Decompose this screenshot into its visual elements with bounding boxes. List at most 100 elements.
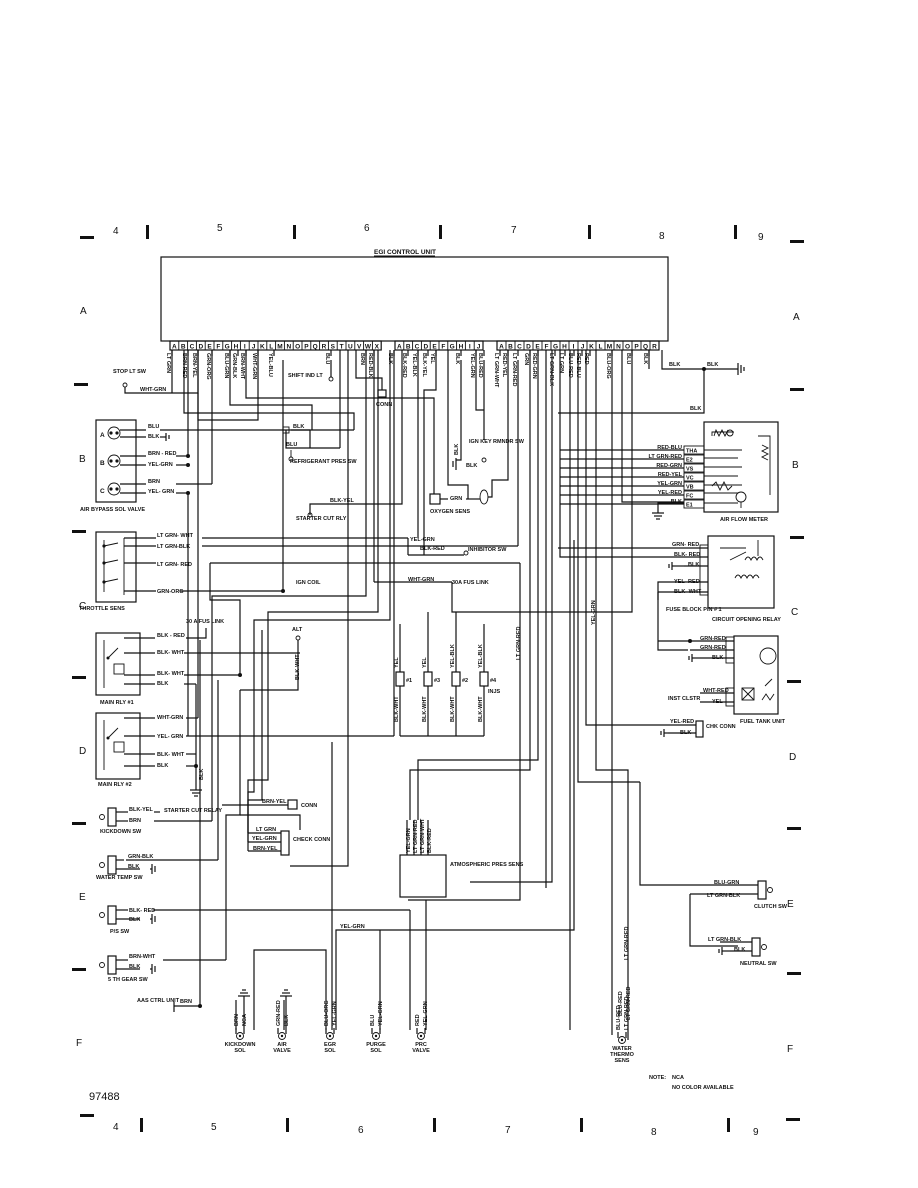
injector-3 [451, 671, 461, 687]
purge-label-0: PURGE [366, 1042, 386, 1048]
ign-key-rmndr-sw-label: IGN KEY RMNDR SW [469, 439, 525, 445]
alt: ALT BLK-WHT [240, 627, 303, 691]
svg-text:LT GRN-RED: LT GRN-RED [516, 626, 522, 660]
inhibitor-sw: YEL-GRN BLK-RED INHIBITOR SW [407, 537, 507, 556]
pin-1-U: U [348, 344, 353, 351]
svg-text:YEL- RED: YEL- RED [674, 579, 700, 585]
svg-text:GRN-RED: GRN-RED [700, 636, 726, 642]
pin-wire-label-t: BRN [359, 353, 365, 365]
svg-text:BLK-YEL: BLK-YEL [129, 807, 153, 813]
injector-num-3: #2 [462, 678, 468, 684]
svg-text:WHT-GRN: WHT-GRN [157, 715, 183, 721]
svg-text:YEL-GRN: YEL-GRN [410, 537, 435, 543]
pin-1-H: H [234, 344, 239, 351]
svg-text:BRN - RED: BRN - RED [148, 451, 176, 457]
thermo-wire-1: BLU-RED [616, 1005, 622, 1030]
wire-label-blk-top: BLK [669, 362, 680, 368]
pin-3-Q: Q [643, 344, 648, 351]
svg-text:C: C [100, 488, 105, 495]
kickdown-label-1: SOL [234, 1048, 246, 1054]
kickdown-connector [236, 1032, 244, 1040]
egi-control-unit-title: EGI CONTROL UNIT [374, 249, 436, 256]
check-conn: LT GRN YEL-GRN BRN-YEL CHECK CONN [248, 827, 330, 856]
pin-3-E: E [535, 344, 540, 351]
kickdown-wire-2: NCA [242, 1014, 248, 1026]
svg-text:LT GRN- WHT: LT GRN- WHT [157, 533, 194, 539]
afm-terminal-fc: FC [686, 494, 693, 500]
pin-2-E: E [432, 344, 437, 351]
pin-1-A: A [172, 344, 177, 351]
egr-label-1: SOL [324, 1048, 336, 1054]
afm-terminal-vb: VB [686, 485, 694, 491]
svg-text:BRN-YEL: BRN-YEL [262, 799, 287, 805]
thermo-label-2: SENS [615, 1058, 630, 1064]
fuel-tank-unit-label: FUEL TANK UNIT [740, 719, 786, 725]
water-temp-sw-label: WATER TEMP SW [96, 875, 143, 881]
bottom-scale: 4 5 6 7 8 9 [80, 1114, 800, 1138]
purge-wire-1: BLU [370, 1015, 376, 1026]
right-row-b: B [792, 460, 799, 471]
kickdown-wire-1: BRN [234, 1014, 240, 1026]
svg-text:YEL- GRN: YEL- GRN [157, 734, 183, 740]
pin-2-C: C [415, 344, 420, 351]
air-flow-meter: AIR FLOW METER [703, 421, 779, 523]
pin-3-F: F [545, 344, 549, 351]
afm-terminal-e2: E2 [686, 458, 693, 464]
svg-text:BLK: BLK [712, 655, 723, 661]
thermo-blu-red: BLU-RED [618, 991, 624, 1016]
pin-1-V: V [357, 344, 362, 351]
svg-text:BLK: BLK [157, 681, 168, 687]
injector-num-1: #1 [406, 678, 412, 684]
injector-4 [479, 671, 489, 687]
pin-wire-label-j: WHT-GRN [251, 353, 257, 379]
left-row-e: E [79, 892, 86, 903]
svg-text:BLK - RED: BLK - RED [157, 633, 185, 639]
circuit-opening-relay: CIRCUIT OPENING RELAY [707, 535, 781, 623]
note: NOTE: NCA NO COLOR AVAILABLE [649, 1075, 734, 1091]
stop-lt-sw-label: STOP LT SW [113, 369, 147, 375]
pin-3-K: K [589, 344, 594, 351]
diagram-id: 97488 [89, 1091, 120, 1103]
svg-text:BRN: BRN [180, 999, 192, 1005]
bottom-scale-8: 8 [651, 1127, 657, 1138]
pin-1-T: T [340, 344, 344, 351]
injector-out-label-3: BLK-WHT [450, 696, 456, 722]
shift-ind-lt: SHIFT IND LT [288, 360, 334, 382]
svg-text:BLK: BLK [129, 917, 140, 923]
top-scale-7: 7 [511, 225, 517, 236]
svg-text:B: B [100, 460, 105, 467]
right-row-e: E [787, 899, 794, 910]
pin-1-C: C [190, 344, 195, 351]
pin-1-E: E [207, 344, 212, 351]
air-wire-1: GRN-RED [276, 1000, 282, 1026]
chk-conn: YEL-RED BLK CHK CONN [585, 350, 736, 738]
svg-text:BLK: BLK [734, 947, 745, 953]
pin-wire-label-p3: BLK [642, 353, 648, 364]
pin-3-M: M [607, 344, 612, 351]
left-row-c: C [79, 601, 86, 612]
wire-label-stop-wht-grn: WHT-GRN [140, 387, 166, 393]
note-title: NOTE: [649, 1075, 666, 1081]
svg-text:BLK: BLK [129, 964, 140, 970]
starter-cut-conn: BRN-YEL CONN [222, 799, 317, 810]
air-label-0: AIR [277, 1042, 287, 1048]
svg-text:BLU: BLU [148, 424, 159, 430]
svg-text:BLK: BLK [454, 444, 460, 455]
injector-in-label-1: YEL [394, 657, 400, 668]
svg-text:LT GRN-BLK: LT GRN-BLK [157, 544, 190, 550]
pin-3-L: L [599, 344, 603, 351]
fifth-gear-sw: BRN-WHT BLK 5 TH GEAR SW [99, 954, 226, 983]
pin-3-C: C [517, 344, 522, 351]
kickdown-sw: BLK-YEL BRN STARTER CUT RELAY KICKDOWN S… [99, 807, 222, 835]
alt-label: ALT [292, 627, 303, 633]
pin-wire-label-g: BLU-GRN [223, 353, 229, 378]
svg-text:YEL-GRN: YEL-GRN [591, 600, 597, 625]
pin-wire-label-r: BLU [324, 353, 330, 364]
injector-2 [423, 671, 433, 687]
air-flow-meter-label: AIR FLOW METER [720, 517, 768, 523]
svg-text:LT GRN-WHT: LT GRN-WHT [420, 818, 426, 853]
water-temp-sw: GRN-BLK BLK WATER TEMP SW [96, 854, 218, 881]
pin-3-I: I [573, 344, 575, 351]
